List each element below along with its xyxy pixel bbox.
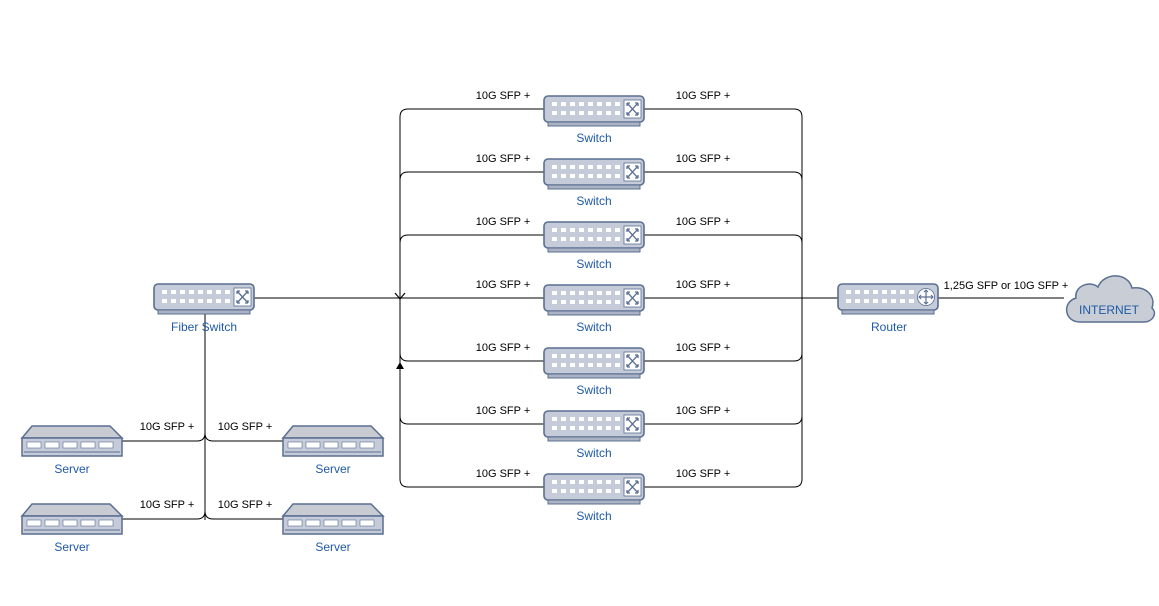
- switch-left-link-2: [399, 171, 544, 298]
- switch-label: Switch: [576, 446, 611, 460]
- server-link-2: [204, 432, 283, 442]
- switch-label: Switch: [576, 320, 611, 334]
- server-label: Server: [54, 540, 89, 554]
- switch-left-link-1: [399, 108, 544, 298]
- switch-right-link-2: [644, 171, 803, 298]
- switch-right-link-1: [644, 108, 803, 298]
- bus-arrow-down: [394, 292, 406, 300]
- server-speed-label: 10G SFP +: [218, 499, 273, 511]
- server-icon[interactable]: [21, 503, 123, 535]
- switch-left-speed-label: 10G SFP +: [476, 153, 531, 165]
- server-icon[interactable]: [21, 425, 123, 457]
- fiber-switch-icon[interactable]: [153, 283, 255, 315]
- switch-icon[interactable]: [543, 158, 645, 190]
- server-speed-label: 10G SFP +: [218, 421, 273, 433]
- uplink-speed-label: 1,25G SFP or 10G SFP +: [944, 280, 1069, 292]
- switch-right-speed-label: 10G SFP +: [676, 279, 731, 291]
- router-label: Router: [871, 320, 907, 334]
- switch-icon[interactable]: [543, 347, 645, 379]
- switch-icon[interactable]: [543, 410, 645, 442]
- internet-label: INTERNET: [1079, 303, 1140, 317]
- switch-label: Switch: [576, 383, 611, 397]
- devices: Fiber Switch Router INTERNET 1,25G SFP o…: [21, 90, 1156, 554]
- server-link-4: [204, 510, 283, 520]
- switch-label: Switch: [576, 257, 611, 271]
- switch-icon[interactable]: [543, 221, 645, 253]
- switch-icon[interactable]: [543, 284, 645, 316]
- server-label: Server: [315, 540, 350, 554]
- switch-left-speed-label: 10G SFP +: [476, 216, 531, 228]
- switch-right-speed-label: 10G SFP +: [676, 405, 731, 417]
- bus-arrow-up: [396, 362, 404, 369]
- switch-left-speed-label: 10G SFP +: [476, 90, 531, 102]
- switch-right-speed-label: 10G SFP +: [676, 342, 731, 354]
- connection-lines: [122, 108, 1064, 520]
- switch-right-speed-label: 10G SFP +: [676, 90, 731, 102]
- switch-right-speed-label: 10G SFP +: [676, 216, 731, 228]
- cloud-icon[interactable]: [1066, 275, 1156, 323]
- server-link-1: [122, 432, 206, 442]
- fiber-switch-label: Fiber Switch: [171, 320, 237, 334]
- server-label: Server: [54, 462, 89, 476]
- switch-right-speed-label: 10G SFP +: [676, 468, 731, 480]
- server-label: Server: [315, 462, 350, 476]
- server-speed-label: 10G SFP +: [140, 421, 195, 433]
- switch-right-link-7: [644, 298, 803, 488]
- switch-right-link-3: [644, 234, 803, 298]
- switch-left-speed-label: 10G SFP +: [476, 405, 531, 417]
- switch-left-link-3: [399, 234, 544, 298]
- switch-left-link-7: [399, 298, 544, 488]
- switch-left-speed-label: 10G SFP +: [476, 279, 531, 291]
- switch-label: Switch: [576, 131, 611, 145]
- server-link-3: [122, 510, 206, 520]
- server-icon[interactable]: [282, 425, 384, 457]
- switch-right-speed-label: 10G SFP +: [676, 153, 731, 165]
- server-icon[interactable]: [282, 503, 384, 535]
- server-speed-label: 10G SFP +: [140, 499, 195, 511]
- switch-icon[interactable]: [543, 95, 645, 127]
- switch-label: Switch: [576, 509, 611, 523]
- switch-label: Switch: [576, 194, 611, 208]
- switch-left-speed-label: 10G SFP +: [476, 468, 531, 480]
- router-icon[interactable]: [837, 283, 939, 315]
- switch-icon[interactable]: [543, 473, 645, 505]
- switch-left-speed-label: 10G SFP +: [476, 342, 531, 354]
